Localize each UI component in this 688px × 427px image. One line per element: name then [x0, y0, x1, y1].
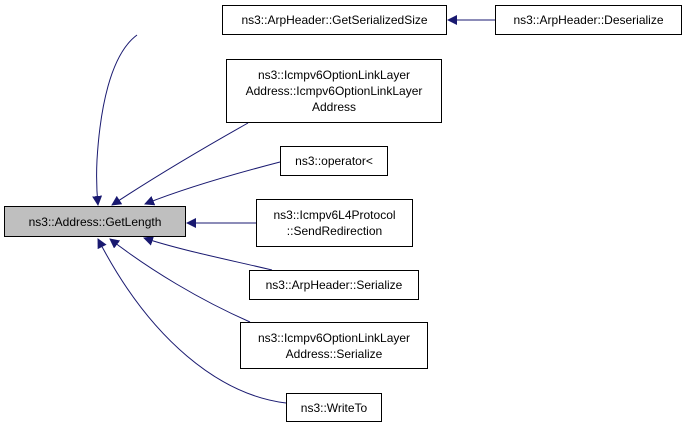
node-label: ns3::operator< — [295, 154, 373, 168]
node-label: ns3::Icmpv6OptionLinkLayer Address::Icmp… — [245, 68, 423, 114]
node-writeto[interactable]: ns3::WriteTo — [286, 393, 382, 422]
node-sendredirection[interactable]: ns3::Icmpv6L4Protocol ::SendRedirection — [256, 199, 413, 247]
edge-getserializedsize-to-root — [92, 34, 138, 206]
node-label: ns3::WriteTo — [300, 400, 368, 415]
node-label: ns3::Icmpv6L4Protocol ::SendRedirection — [273, 208, 396, 238]
edge-arp-serialize-to-root — [143, 236, 273, 271]
edge-writeto-to-root — [97, 238, 287, 404]
node-label: ns3::ArpHeader::Serialize — [265, 278, 403, 292]
edge-operator-lt-to-root — [144, 161, 281, 206]
node-label: ns3::ArpHeader::GetSerializedSize — [241, 13, 428, 27]
node-label: ns3::Address::GetLength — [28, 214, 162, 229]
node-getserializedsize[interactable]: ns3::ArpHeader::GetSerializedSize — [222, 5, 447, 35]
node-arp-serialize[interactable]: ns3::ArpHeader::Serialize — [249, 270, 419, 300]
edge-icmpv6-serialize-to-root — [109, 238, 251, 323]
node-operator-lt[interactable]: ns3::operator< — [280, 146, 388, 176]
node-icmpv6-serialize[interactable]: ns3::Icmpv6OptionLinkLayer Address::Seri… — [240, 322, 428, 369]
node-label: ns3::Icmpv6OptionLinkLayer Address::Seri… — [257, 330, 411, 361]
node-root: ns3::Address::GetLength — [4, 206, 186, 237]
edge-icmpv6-ctor-to-root — [111, 122, 249, 206]
node-icmpv6-ctor[interactable]: ns3::Icmpv6OptionLinkLayer Address::Icmp… — [226, 59, 442, 123]
node-deserialize[interactable]: ns3::ArpHeader::Deserialize — [495, 5, 682, 35]
node-label: ns3::ArpHeader::Deserialize — [513, 13, 664, 27]
